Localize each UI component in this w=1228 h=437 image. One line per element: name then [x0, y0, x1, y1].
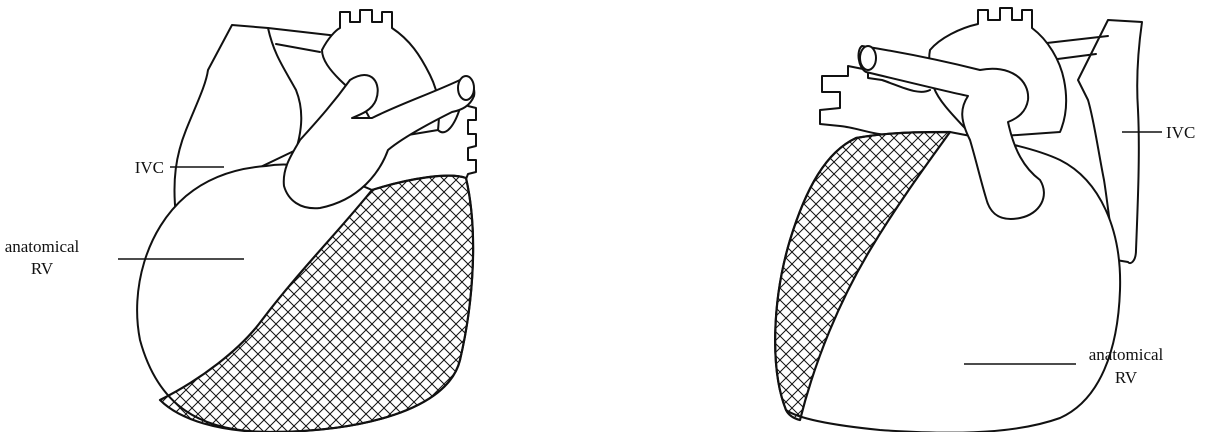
- right-rv-label-line2: RV: [1115, 368, 1138, 387]
- right-rv-label-line1: anatomical: [1089, 345, 1164, 364]
- left-rv-label-line2: RV: [31, 259, 54, 278]
- left-ivc-label: IVC: [135, 158, 164, 177]
- left-ivc-connector: [268, 28, 338, 36]
- right-ivc-label: IVC: [1166, 123, 1195, 142]
- right-heart-figure: IVC anatomical RV: [775, 8, 1195, 432]
- left-heart-figure: IVC anatomical RV: [5, 10, 476, 432]
- left-ivc-connector-2: [276, 44, 320, 52]
- left-rv-label-line1: anatomical: [5, 237, 80, 256]
- left-pulmonary-opening: [458, 76, 474, 100]
- right-pulmonary-opening: [860, 46, 876, 70]
